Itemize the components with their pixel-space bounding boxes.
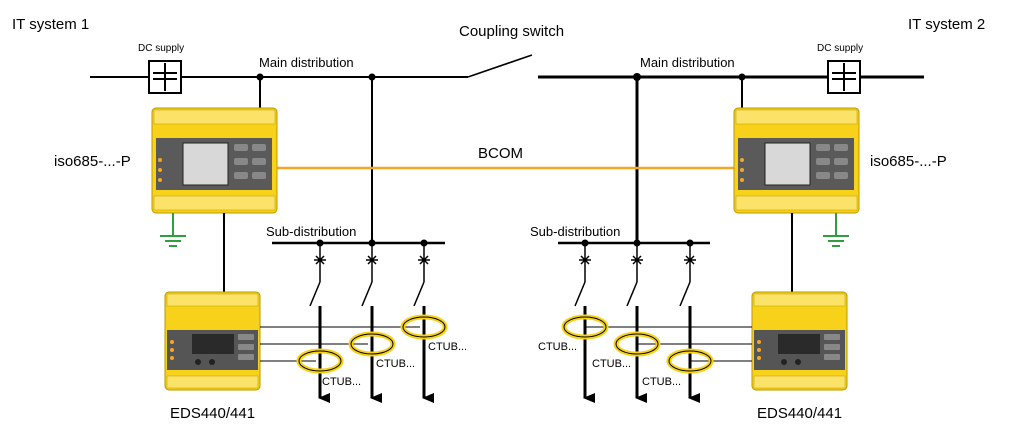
ctub-ring-left-1	[298, 350, 342, 372]
node-main-left-iso	[256, 73, 264, 81]
earth-symbol-left	[160, 213, 186, 247]
node-main-right-feeder	[633, 73, 641, 81]
ctub-ring-right-2	[615, 333, 659, 355]
switch-blade-left-3	[413, 281, 425, 307]
ctub-right-1-label: CTUB...	[538, 341, 578, 353]
dc-supply-left-label: DC supply	[138, 43, 185, 54]
sub-distribution-left-label: Sub-distribution	[266, 224, 357, 239]
eds-left-device	[164, 291, 261, 391]
coupling-switch-label: Coupling switch	[459, 23, 565, 40]
main-distribution-right-label: Main distribution	[640, 55, 735, 70]
ctub-ring-left-2	[350, 333, 394, 355]
ctub-left-3-label: CTUB...	[428, 341, 468, 353]
coupling-switch-blade	[467, 54, 533, 78]
iso685-right-label: iso685-...-P	[870, 153, 947, 170]
it-system-1-label: IT system 1	[12, 16, 90, 33]
switch-blade-right-3	[679, 281, 691, 307]
it-system-2-label: IT system 2	[908, 16, 986, 33]
iso685-left-label: iso685-...-P	[54, 153, 131, 170]
switch-blade-right-1	[574, 281, 586, 307]
disconnector-right-2	[631, 255, 643, 265]
eds-right-device	[751, 291, 848, 391]
disconnector-left-2	[366, 255, 378, 265]
switch-blade-left-2	[361, 281, 373, 307]
switch-blade-right-2	[626, 281, 638, 307]
sub-distribution-right-label: Sub-distribution	[530, 224, 621, 239]
ctub-right-2-label: CTUB...	[592, 358, 632, 370]
dc-supply-right-label: DC supply	[817, 43, 864, 54]
dc-supply-left-symbol	[148, 60, 182, 94]
ctub-left-1-label: CTUB...	[322, 376, 362, 388]
eds-right-label: EDS440/441	[757, 405, 843, 422]
disconnector-right-3	[684, 255, 696, 265]
ctub-left-2-label: CTUB...	[376, 358, 416, 370]
disconnector-right-1	[579, 255, 591, 265]
disconnector-left-1	[314, 255, 326, 265]
ctub-ring-left-3	[402, 316, 446, 338]
iso685-left-device	[151, 107, 278, 214]
dc-supply-right-symbol	[827, 60, 861, 94]
bcom-label: BCOM	[478, 145, 523, 162]
ctub-right-3-label: CTUB...	[642, 376, 682, 388]
node-main-left-feeder	[368, 73, 376, 81]
node-main-right-iso	[738, 73, 746, 81]
ctub-ring-right-1	[563, 316, 607, 338]
switch-blade-left-1	[309, 281, 321, 307]
eds-left-label: EDS440/441	[170, 405, 256, 422]
disconnector-left-3	[418, 255, 430, 265]
earth-symbol-right	[823, 213, 849, 247]
main-distribution-left-label: Main distribution	[259, 55, 354, 70]
iso685-right-device	[733, 107, 860, 214]
branch-feeders	[296, 239, 714, 403]
ctub-ring-right-3	[668, 350, 712, 372]
